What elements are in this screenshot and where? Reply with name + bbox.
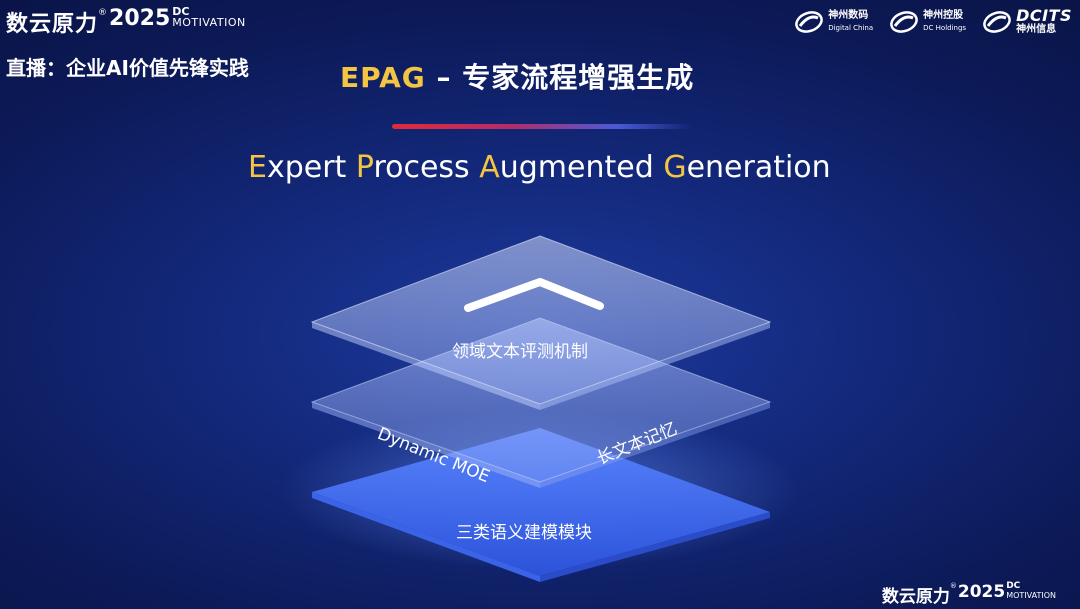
subtitle-cap-g: G bbox=[663, 150, 687, 185]
event-logo-name: 数云原力 bbox=[6, 12, 99, 37]
subtitle-word-expert: xpert bbox=[266, 150, 356, 185]
layer-bottom bbox=[312, 428, 770, 576]
brand-dc-holdings-en: DC Holdings bbox=[923, 24, 967, 32]
subtitle-cap-e: E bbox=[248, 150, 267, 185]
dcits-logo-icon bbox=[983, 11, 1011, 33]
subtitle-cap-a: A bbox=[479, 150, 500, 185]
layer-bottom-label: 三类语义建模模块 bbox=[456, 523, 592, 543]
chevron-up-icon bbox=[464, 278, 604, 312]
subtitle: Expert Process Augmented Generation bbox=[248, 150, 831, 185]
footer-logo-dc: DC bbox=[1006, 581, 1021, 591]
brand-dc-holdings: 神州控股 DC Holdings bbox=[889, 10, 966, 34]
event-logo-year: 2025 bbox=[109, 6, 171, 31]
brand-dcits-name: DCITS bbox=[1016, 6, 1072, 25]
brand-dcits: DCITS 神州信息 bbox=[982, 8, 1072, 36]
event-logo: 数云原力 ® 2025 DC MOTIVATION bbox=[6, 6, 246, 38]
brand-digital-china-en: Digital China bbox=[828, 24, 874, 32]
event-logo-motivation: MOTIVATION bbox=[172, 16, 246, 29]
footer-logo-year: 2025 bbox=[957, 582, 1006, 602]
layer-top-label: 领域文本评测机制 bbox=[452, 342, 588, 362]
brand-logos: 神州数码 Digital China 神州控股 DC Holdings DCIT… bbox=[794, 8, 1072, 36]
footer-event-logo: 数云原力 ® 2025 DC MOTIVATION bbox=[881, 581, 1056, 608]
subtitle-cap-p: P bbox=[355, 150, 374, 185]
footer-registered-mark: ® bbox=[949, 582, 957, 590]
brand-dc-holdings-cn: 神州控股 bbox=[923, 10, 964, 21]
subtitle-word-generation: eneration bbox=[686, 150, 831, 185]
brand-digital-china-cn: 神州数码 bbox=[828, 10, 869, 21]
main-title-acronym: EPAG bbox=[340, 61, 426, 94]
brand-digital-china: 神州数码 Digital China bbox=[794, 10, 873, 34]
dc-holdings-logo-icon bbox=[890, 11, 919, 33]
registered-mark: ® bbox=[98, 8, 108, 18]
subtitle-word-augmented: ugmented bbox=[499, 150, 664, 185]
live-title: 直播：企业AI价值先锋实践 bbox=[6, 56, 249, 80]
footer-logo-motivation: MOTIVATION bbox=[1006, 591, 1056, 600]
digital-china-logo-icon bbox=[795, 11, 824, 33]
footer-logo-name: 数云原力 bbox=[881, 587, 950, 607]
title-divider bbox=[392, 124, 692, 129]
main-title-text: – 专家流程增强生成 bbox=[425, 61, 695, 94]
event-logo-dc: DC bbox=[172, 5, 190, 18]
main-title: EPAG – 专家流程增强生成 bbox=[340, 56, 694, 96]
subtitle-word-process: rocess bbox=[373, 150, 480, 185]
brand-dcits-cn: 神州信息 bbox=[1016, 24, 1057, 35]
